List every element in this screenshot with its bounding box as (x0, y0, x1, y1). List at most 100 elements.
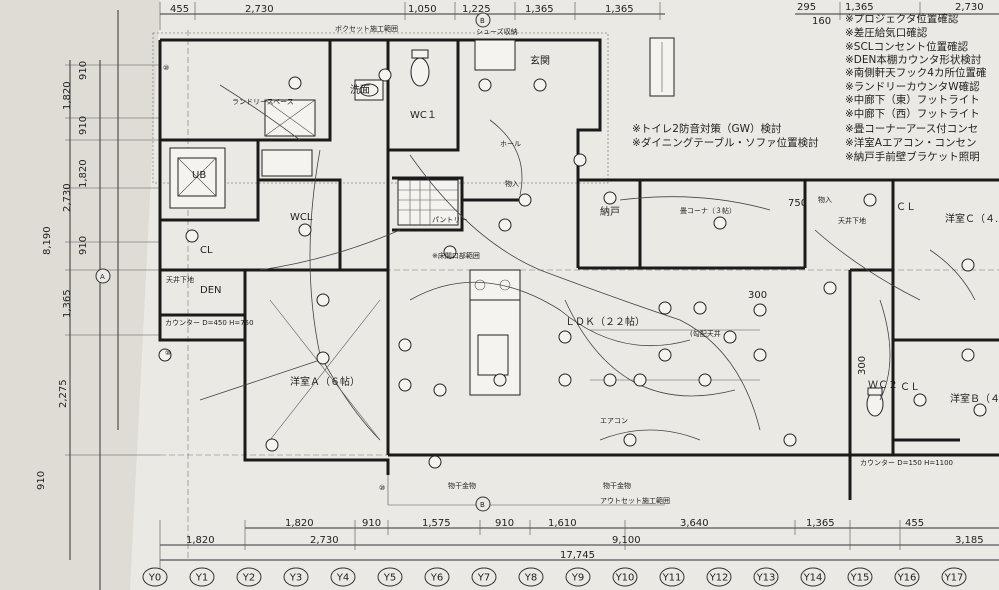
grid-marker-circle (236, 567, 262, 587)
grid-marker-circle (283, 567, 309, 587)
note-right-0: ※プロジェクタ位置確認 (845, 12, 959, 25)
label-ceiling-base-2: 天井下地 (838, 216, 866, 225)
grid-a-marker: A (95, 268, 111, 284)
toilet-1-icon (410, 57, 430, 87)
dim-bottom1-1: 910 (362, 518, 381, 529)
room-youshitsu-c: 洋室Ｃ（４. (945, 212, 998, 225)
room-wash: 洗面 (350, 84, 370, 96)
room-monooki: 物入 (505, 179, 519, 188)
grid-marker-circle (142, 567, 168, 587)
dim-left-8: 2,275 (58, 379, 69, 408)
grid-marker-label: Y15 (850, 573, 870, 584)
dim-bottom2-2: 9,100 (612, 535, 641, 546)
grid-marker-label: Y6 (430, 573, 443, 584)
note-center-0: ※トイレ2防音対策（GW）検討 (632, 122, 782, 135)
note-right-1: ※差圧給気口確認 (845, 26, 928, 39)
room-nando: 納戸 (600, 205, 620, 218)
grid-marker-label: Y10 (615, 573, 635, 584)
room-tatami: 畳コーナ（３帖） (680, 206, 736, 215)
dim-top-9: 160 (812, 16, 831, 27)
room-hall: ホール (500, 140, 521, 148)
marker-10-a: ⑩ (163, 64, 169, 72)
label-floor-opening: ※床開口部範囲 (432, 251, 480, 260)
dim-left-5: 910 (78, 236, 89, 255)
dim-top-3: 1,225 (462, 4, 491, 15)
toilet-2-icon (866, 391, 884, 417)
dim-top-8: 2,730 (955, 2, 984, 13)
label-hanger: 物干金物 (448, 481, 476, 490)
room-cl-den: CL (200, 245, 213, 256)
room-wcl: WCL (290, 212, 313, 223)
label-counter-den: カウンター D=450 H=750 (165, 318, 254, 327)
room-ub: UB (192, 170, 206, 181)
dim-top-2: 1,050 (408, 4, 437, 15)
grid-marker-label: Y17 (944, 573, 964, 584)
dim-left-3: 1,820 (78, 159, 89, 188)
note-right2-2: ※納戸手前壁ブラケット照明 (845, 150, 980, 163)
grid-marker-circle (565, 567, 591, 587)
dim-top-7: 1,365 (845, 2, 874, 13)
room-ldk: ＬＤＫ（２２帖） (565, 315, 645, 328)
room-pantry: パントリー (432, 216, 467, 224)
notes-right: ※プロジェクタ位置確認 ※差圧給気口確認 ※SCLコンセント位置確認 ※DEN本… (845, 12, 986, 120)
room-monooki-2: 物入 (818, 195, 832, 204)
room-youshitsu-a: 洋室Ａ（６帖） (290, 375, 360, 388)
light-fixtures (158, 68, 987, 469)
dim-bottom1-7: 455 (905, 518, 924, 529)
grid-marker-circle (941, 567, 967, 587)
notes-center: ※トイレ2防音対策（GW）検討 ※ダイニングテーブル・ソファ位置検討 (632, 122, 819, 149)
room-cl-b: ＣＬ (900, 382, 920, 393)
shoe-storage-icon (474, 39, 516, 71)
grid-marker-label: Y13 (756, 573, 776, 584)
grid-marker-circle (753, 567, 779, 587)
marker-10-b: ⑩ (165, 349, 171, 357)
room-labels: UB WCL ランドリースペース 洗面 WC１ 玄関 ホール DEN CL 洋室… (192, 54, 999, 405)
dim-bottom1-0: 1,820 (285, 518, 314, 529)
top-dimension-strip: 455 2,730 1,050 1,225 1,365 1,365 295 1,… (159, 2, 999, 30)
note-right2-1: ※洋室Aエアコン・コンセン (845, 136, 976, 149)
grid-marker-label: Y0 (148, 573, 161, 584)
fixtures (169, 37, 884, 417)
notes-right-2: ※畳コーナーアース付コンセ ※洋室Aエアコン・コンセン ※納戸手前壁ブラケット照… (845, 122, 980, 163)
room-wc2: ＷＣ２ (868, 380, 898, 391)
note-right-3: ※DEN本棚カウンタ形状検討 (845, 53, 981, 66)
dim-top-0: 455 (170, 4, 189, 15)
label-ceiling-base: 天井下地 (166, 275, 194, 284)
note-right-2: ※SCLコンセント位置確認 (845, 40, 969, 53)
dim-top-6: 295 (797, 2, 816, 13)
grid-marker-circle (471, 567, 497, 587)
grid-marker-label: Y12 (709, 573, 729, 584)
label-shoe: シューズ収納 (476, 27, 518, 36)
dim-bottom1-4: 1,610 (548, 518, 577, 529)
room-entrance: 玄関 (530, 54, 550, 67)
marker-b-top: B (480, 17, 485, 25)
grid-marker-label: Y11 (662, 573, 682, 584)
grid-marker-label: Y7 (477, 573, 490, 584)
note-right-6: ※中廊下（東）フットライト (845, 93, 980, 106)
left-dimension-labels: 910 1,820 910 1,820 2,730 910 8,190 1,36… (36, 61, 89, 490)
note-right-7: ※中廊下（西）フットライト (845, 107, 980, 120)
bottom-dimension-lines: 1,820 910 1,575 910 1,610 3,640 1,365 45… (159, 518, 999, 570)
dim-left-1: 1,820 (62, 81, 73, 110)
dim-bottom2-3: 3,185 (955, 535, 984, 546)
label-counter-c: カウンター D=150 H=1100 (860, 458, 953, 467)
circle-markers: B B ⑩ ⑩ ⑩ (163, 12, 491, 512)
grid-marker-circle (847, 567, 873, 587)
paper-shadow (0, 0, 160, 590)
grid-marker-label: Y1 (195, 573, 208, 584)
room-den: DEN (200, 285, 222, 296)
dim-left-6: 8,190 (42, 226, 53, 255)
dim-left-0: 910 (78, 61, 89, 80)
dim-top-1: 2,730 (245, 4, 274, 15)
exterior-walls (158, 38, 999, 500)
marker-b-bottom: B (480, 501, 485, 509)
grid-marker-label: Y5 (383, 573, 396, 584)
grid-marker-label: Y14 (803, 573, 823, 584)
dim-left-2: 910 (78, 116, 89, 135)
construction-label-top: ボクセット施工範囲 (335, 24, 398, 33)
grid-marker-label: Y16 (897, 573, 917, 584)
grid-marker-circle (659, 567, 685, 587)
grid-marker-label: Y4 (336, 573, 349, 584)
